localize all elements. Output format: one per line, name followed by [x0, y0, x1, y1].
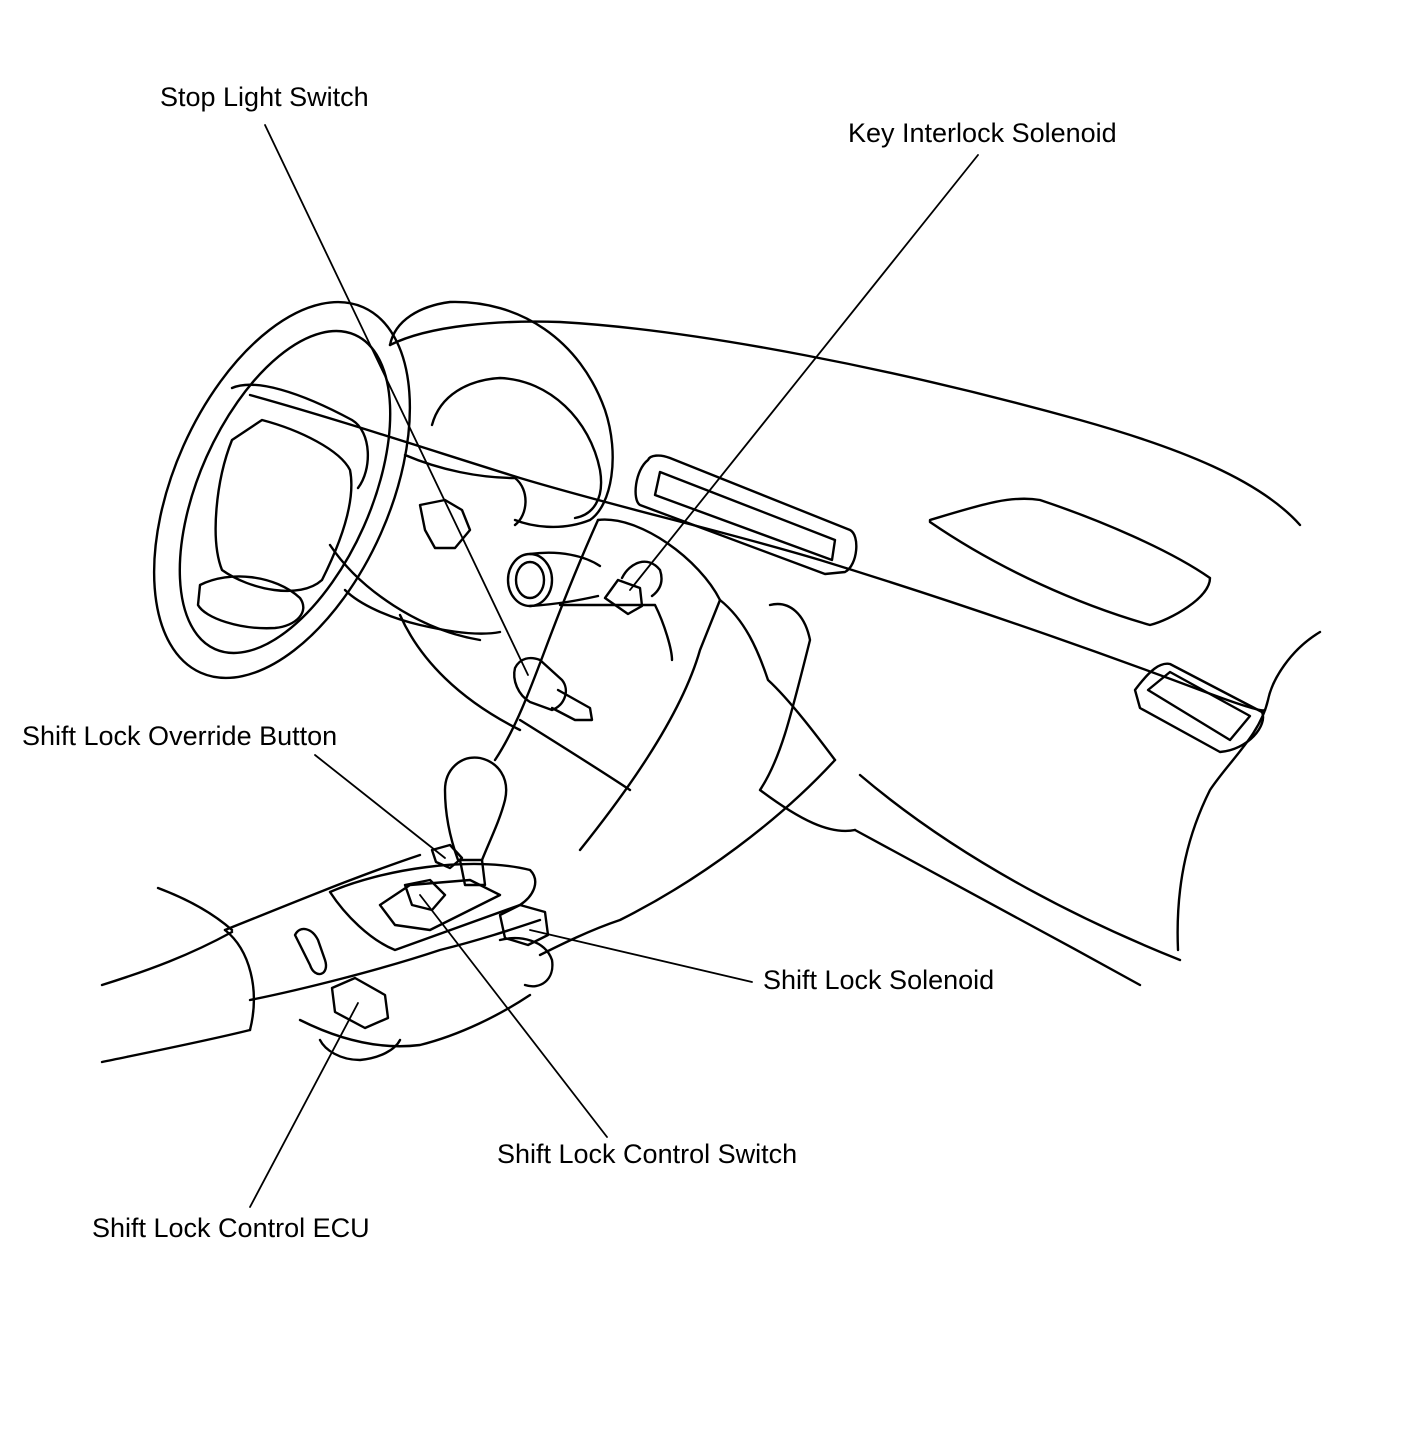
console-mount-right	[498, 937, 554, 988]
dash-lower-edge	[328, 543, 482, 642]
leader-stop-light-switch	[264, 124, 529, 676]
glovebox-outer	[1133, 662, 1265, 754]
ecu-mount	[318, 1038, 402, 1062]
ignition-cylinder-face	[514, 560, 546, 600]
console-base	[298, 993, 532, 1048]
center-vent-inner	[653, 470, 837, 562]
leader-shift-lock-override-button	[314, 754, 446, 859]
center-vent-outer	[634, 454, 858, 576]
key-interlock-solenoid-body	[603, 578, 644, 616]
ignition-cylinder	[506, 551, 602, 608]
stop-light-switch-thread	[550, 688, 594, 722]
label-shift-lock-control-ecu: Shift Lock Control ECU	[92, 1213, 370, 1243]
steering-wheel-spoke-upper	[230, 383, 369, 490]
center-console	[223, 853, 554, 1048]
cluster-lower-line	[403, 453, 527, 527]
shift-plate-outer	[328, 862, 537, 952]
console-right-panel	[758, 602, 857, 833]
steering-wheel	[152, 300, 502, 680]
leader-shift-lock-solenoid	[529, 929, 753, 983]
console-front-edge	[223, 853, 422, 932]
left-seat-upper	[156, 886, 234, 932]
shift-knob	[443, 756, 508, 862]
shift-lock-control-switch-part	[403, 878, 447, 912]
console-lower-edge	[248, 918, 542, 1002]
steering-wheel-outer-rim	[152, 300, 412, 680]
dash-vents	[634, 454, 1265, 754]
console-left-panel	[223, 928, 256, 1032]
center-stack-face	[718, 598, 837, 762]
floor-lines	[100, 886, 252, 1064]
passenger-vent	[928, 497, 1212, 627]
shift-plate-inner	[378, 878, 502, 932]
console-right-side	[538, 758, 837, 957]
steering-wheel-hub	[214, 418, 353, 593]
label-stop-light-switch: Stop Light Switch	[160, 82, 369, 112]
leader-lines	[249, 124, 979, 1208]
steering-wheel-inner-rim	[178, 329, 392, 655]
dash-right-curve	[1176, 630, 1322, 952]
ignition-cylinder-body	[528, 551, 602, 608]
key-interlock-solenoid	[603, 560, 663, 616]
center-stack-outline	[578, 518, 722, 852]
shift-lock-control-ecu-part	[318, 976, 402, 1062]
left-seat-edge	[100, 930, 234, 987]
label-shift-lock-control-switch: Shift Lock Control Switch	[497, 1139, 798, 1169]
center-stack-divider-2	[518, 718, 632, 792]
dashboard-body	[248, 320, 1322, 952]
key-interlock-solenoid-mount	[620, 560, 663, 598]
left-floor	[100, 1028, 252, 1064]
instrument-cluster-hood	[388, 300, 614, 550]
stop-light-bracket	[418, 498, 472, 550]
center-stack-divider-1	[558, 603, 674, 662]
cluster-hood-inner	[430, 376, 603, 520]
label-key-interlock-solenoid: Key Interlock Solenoid	[848, 118, 1117, 148]
center-stack	[493, 518, 1182, 987]
gear-shifter	[430, 756, 508, 887]
dash-crease	[248, 393, 1267, 712]
steering-wheel-spoke-lower	[196, 575, 305, 630]
glovebox-inner	[1146, 670, 1252, 742]
steering-column	[343, 588, 502, 635]
ecu-body	[330, 976, 390, 1030]
center-stack-left-edge	[493, 518, 600, 762]
leader-key-interlock-solenoid	[629, 154, 979, 591]
dash-lower-right	[858, 773, 1182, 962]
label-shift-lock-override-button: Shift Lock Override Button	[22, 721, 338, 751]
shift-lock-override-button-part	[430, 843, 464, 870]
shift-lever-stem	[458, 858, 487, 887]
label-shift-lock-solenoid: Shift Lock Solenoid	[763, 965, 995, 995]
dash-left-sweep	[398, 613, 522, 732]
stop-light-switch-body	[513, 656, 567, 712]
console-shift-plate	[328, 862, 537, 952]
leader-shift-lock-control-ecu	[249, 1002, 359, 1208]
dash-top-edge	[388, 320, 1302, 527]
stop-light-switch-part	[513, 656, 594, 722]
cluster-hood-outer	[388, 300, 614, 529]
floor-right	[853, 828, 1142, 987]
console-mount-left	[293, 927, 328, 976]
leader-shift-lock-control-switch	[419, 894, 608, 1138]
